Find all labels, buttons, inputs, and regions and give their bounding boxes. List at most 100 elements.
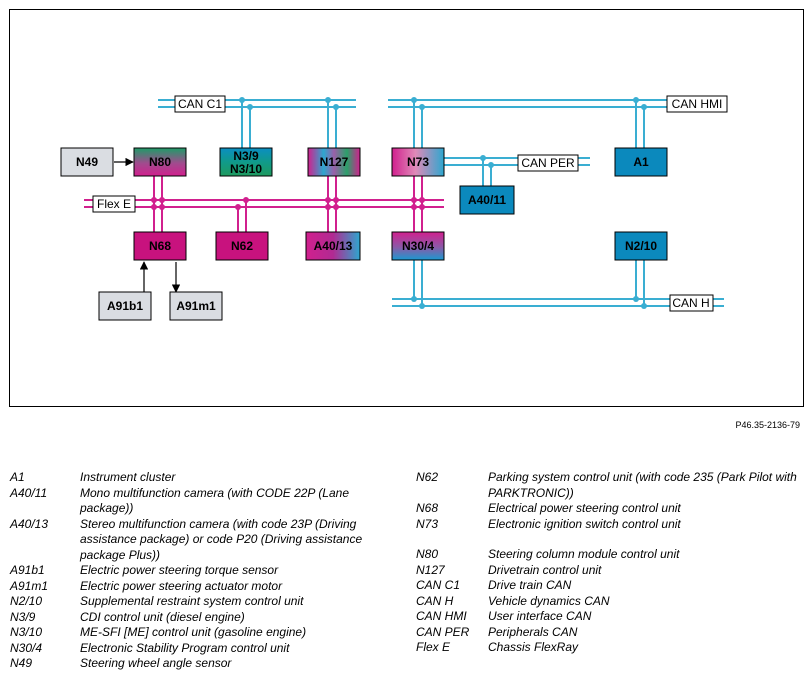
can-per-label: CAN PER bbox=[517, 154, 579, 172]
legend-item: N80 Steering column module control unit bbox=[416, 547, 806, 563]
legend-item: N30/4 Electronic Stability Program contro… bbox=[10, 641, 395, 657]
svg-text:CAN C1: CAN C1 bbox=[178, 97, 222, 111]
svg-text:A91m1: A91m1 bbox=[176, 299, 216, 313]
legend-desc: ME-SFI [ME] control unit (gasoline engin… bbox=[80, 625, 307, 639]
legend-desc: Mono multifunction camera (with CODE 22P… bbox=[80, 485, 350, 516]
legend-item: N68 Electrical power steering control uni… bbox=[416, 501, 806, 517]
legend-desc: Chassis FlexRay bbox=[488, 640, 579, 654]
diagram-frame bbox=[9, 9, 804, 407]
svg-text:A40/13: A40/13 bbox=[314, 239, 353, 253]
svg-text:A1: A1 bbox=[633, 155, 649, 169]
legend-item: N3/9 CDI control unit (diesel engine) bbox=[10, 610, 395, 626]
svg-text:N3/9: N3/9 bbox=[233, 149, 259, 163]
unit-n127: N127 bbox=[307, 147, 361, 177]
legend-desc: Peripherals CAN bbox=[488, 624, 578, 639]
unit-n49: N49 bbox=[60, 147, 114, 177]
legend-desc: Instrument cluster bbox=[80, 470, 176, 484]
legend-code: CAN H bbox=[416, 593, 454, 608]
legend-desc: Parking system control unit (with code 2… bbox=[488, 470, 797, 500]
legend-item: N3/10 ME-SFI [ME] control unit (gasoline … bbox=[10, 625, 395, 641]
legend-item: CAN C1 Drive train CAN bbox=[416, 578, 806, 594]
unit-n2-10: N2/10 bbox=[614, 231, 668, 261]
network-diagram: CAN C1 CAN HMI CAN PER CAN H Flex E N49 … bbox=[60, 95, 728, 321]
legend-code: A40/11 bbox=[10, 485, 48, 500]
legend-desc: Electrical power steering control unit bbox=[488, 501, 681, 515]
unit-a91b1: A91b1 bbox=[98, 291, 152, 321]
legend-code: N73 bbox=[416, 516, 439, 531]
legend-right: N62 Parking system control unit (with cod… bbox=[416, 470, 806, 656]
flex-e-bus bbox=[84, 176, 444, 232]
svg-text:CAN H: CAN H bbox=[672, 296, 709, 310]
can-h-bus bbox=[392, 260, 724, 307]
legend-code: N127 bbox=[416, 562, 445, 577]
can-h-label: CAN H bbox=[669, 294, 714, 312]
legend-left: A1 Instrument cluster A40/11 Mono multifun… bbox=[10, 470, 395, 672]
legend-desc: Electronic ignition switch control unit bbox=[488, 516, 681, 531]
unit-n73: N73 bbox=[391, 147, 445, 177]
legend-code: A40/13 bbox=[10, 516, 49, 531]
legend-desc: CDI control unit (diesel engine) bbox=[80, 609, 245, 624]
legend-code: N3/9 bbox=[10, 609, 36, 624]
legend-code: CAN C1 bbox=[416, 578, 461, 592]
unit-n62: N62 bbox=[215, 231, 269, 261]
legend-desc: User interface CAN bbox=[488, 609, 592, 623]
legend-item: CAN H Vehicle dynamics CAN bbox=[416, 594, 806, 610]
svg-text:N73: N73 bbox=[407, 155, 429, 169]
legend-item: N127 Drivetrain control unit bbox=[416, 563, 806, 579]
legend-code: CAN HMI bbox=[416, 609, 467, 623]
legend-item: N62 Parking system control unit (with cod… bbox=[416, 470, 806, 501]
legend-code: N49 bbox=[10, 656, 33, 670]
legend-item: CAN PER Peripherals CAN bbox=[416, 625, 806, 641]
legend-desc: Electric power steering actuator motor bbox=[80, 578, 283, 593]
legend-code: A91m1 bbox=[10, 578, 49, 593]
legend-code: N62 bbox=[416, 470, 439, 484]
flex-e-label: Flex E bbox=[92, 195, 136, 213]
legend-desc: Electric power steering torque sensor bbox=[80, 563, 279, 577]
legend-code: N3/10 bbox=[10, 625, 43, 639]
svg-text:Flex E: Flex E bbox=[97, 197, 131, 211]
svg-text:N30/4: N30/4 bbox=[402, 239, 434, 253]
legend-desc: Steering column module control unit bbox=[488, 547, 680, 561]
legend-item: N73 Electronic ignition switch control un… bbox=[416, 517, 806, 533]
legend-desc: Drive train CAN bbox=[488, 578, 572, 592]
unit-a40-13: A40/13 bbox=[305, 231, 361, 261]
legend-item: N49 Steering wheel angle sensor bbox=[10, 656, 395, 672]
unit-a40-11: A40/11 bbox=[459, 185, 515, 215]
legend-code: N80 bbox=[416, 547, 439, 561]
legend-desc: Supplemental restraint system control un… bbox=[80, 594, 304, 608]
unit-n30-4: N30/4 bbox=[391, 231, 445, 261]
svg-text:N3/10: N3/10 bbox=[230, 162, 262, 176]
svg-text:A91b1: A91b1 bbox=[107, 299, 143, 313]
svg-text:N49: N49 bbox=[76, 155, 98, 169]
legend-desc: Steering wheel angle sensor bbox=[80, 656, 232, 670]
svg-text:CAN HMI: CAN HMI bbox=[672, 97, 723, 111]
unit-n3-9-n3-10: N3/9 N3/10 bbox=[219, 147, 273, 177]
legend-code: CAN PER bbox=[416, 624, 470, 639]
svg-text:N127: N127 bbox=[320, 155, 349, 169]
legend-item: A1 Instrument cluster bbox=[10, 470, 395, 486]
svg-text:N68: N68 bbox=[149, 239, 171, 253]
svg-text:CAN PER: CAN PER bbox=[521, 156, 575, 170]
unit-n68: N68 bbox=[133, 231, 187, 261]
unit-a1: A1 bbox=[614, 147, 668, 177]
svg-text:N80: N80 bbox=[149, 155, 171, 169]
legend-item: Flex E Chassis FlexRay bbox=[416, 640, 806, 656]
unit-a91m1: A91m1 bbox=[169, 291, 223, 321]
unit-n80: N80 bbox=[133, 147, 187, 177]
legend-item: A40/11 Mono multifunction camera (with CO… bbox=[10, 486, 395, 517]
legend-item: A91b1 Electric power steering torque sens… bbox=[10, 563, 395, 579]
legend-code: A1 bbox=[10, 470, 25, 484]
legend-item: CAN HMI User interface CAN bbox=[416, 609, 806, 625]
legend-desc: Electronic Stability Program control uni… bbox=[80, 640, 290, 655]
svg-text:N2/10: N2/10 bbox=[625, 239, 657, 253]
legend-code: A91b1 bbox=[10, 563, 45, 577]
legend-desc: Drivetrain control unit bbox=[488, 562, 602, 577]
legend-code: N68 bbox=[416, 501, 439, 515]
legend-code: Flex E bbox=[416, 640, 451, 654]
legend-item: A91m1 Electric power steering actuator mo… bbox=[10, 579, 395, 595]
can-c1-label: CAN C1 bbox=[174, 95, 226, 113]
legend-desc: Vehicle dynamics CAN bbox=[488, 593, 610, 608]
legend-code: N30/4 bbox=[10, 640, 43, 655]
